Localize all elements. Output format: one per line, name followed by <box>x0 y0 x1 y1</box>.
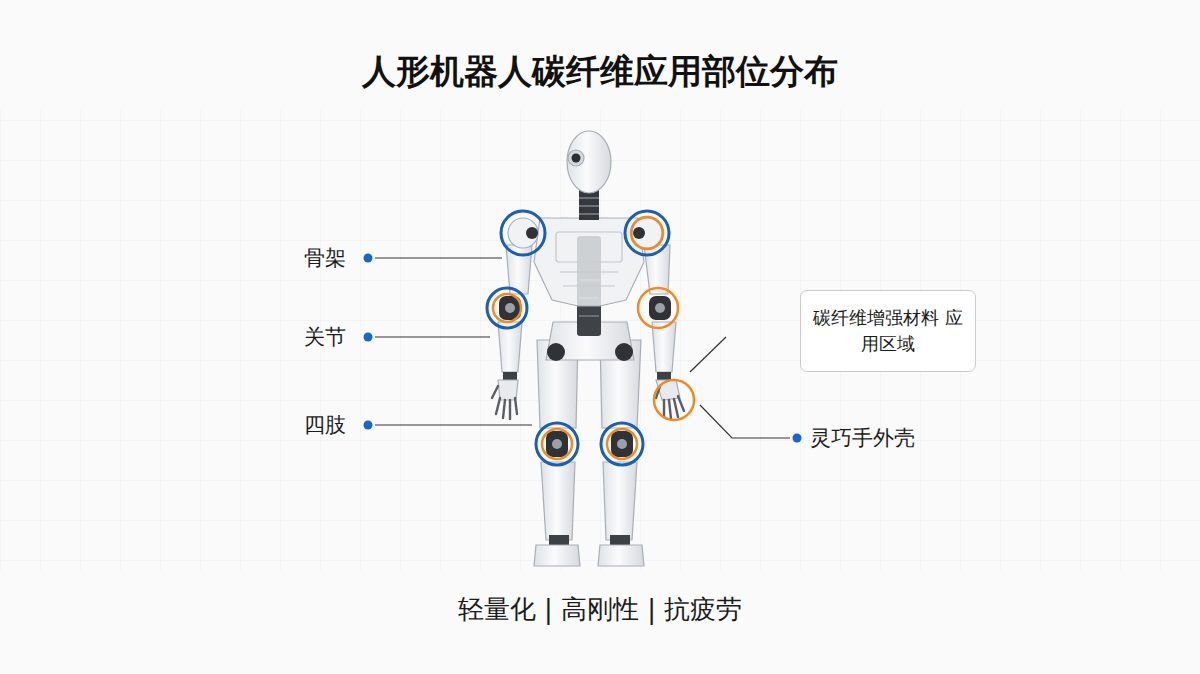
highlight-rings <box>487 211 694 465</box>
callout-text: 碳纤维增强材料 应用区域 <box>813 305 963 357</box>
part-label: 四肢 <box>304 411 346 439</box>
callout-box: 碳纤维增强材料 应用区域 <box>800 290 976 372</box>
robot-figure <box>492 131 684 566</box>
part-label: 关节 <box>304 323 346 351</box>
part-label: 灵巧手外壳 <box>810 424 915 452</box>
diagram-title: 人形机器人碳纤维应用部位分布 <box>362 49 838 95</box>
diagram-caption: 轻量化 | 高刚性 | 抗疲劳 <box>458 592 743 627</box>
part-label: 骨架 <box>304 244 346 272</box>
background-grid <box>0 110 1200 570</box>
